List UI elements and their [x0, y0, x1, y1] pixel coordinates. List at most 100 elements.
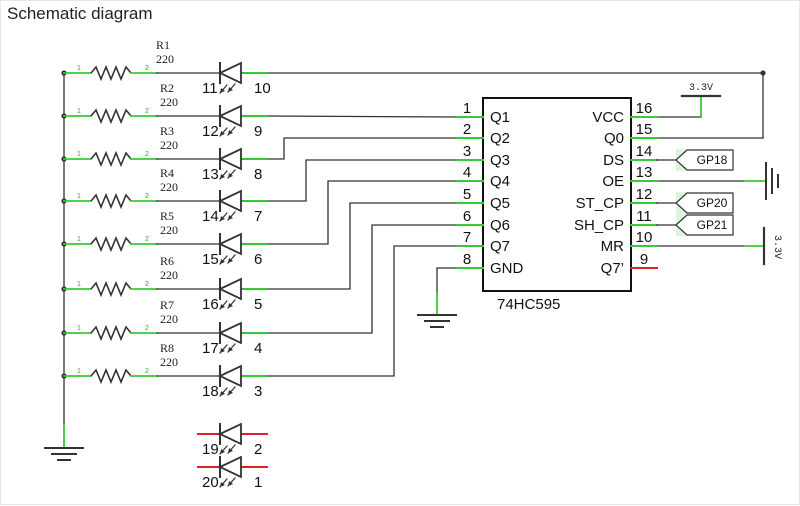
wire — [267, 159, 457, 202]
chip-pin-name: Q7 — [490, 238, 510, 255]
led-pin-right: 10 — [254, 80, 271, 97]
resistor-pin-number: 2 — [145, 281, 149, 288]
led-arrow-head — [228, 173, 233, 178]
ground-icon — [765, 162, 779, 200]
led-segment — [217, 189, 268, 222]
resistor-value: 220 — [160, 312, 178, 326]
resistor-value: 220 — [160, 138, 178, 152]
chip-pin-number: 3 — [463, 143, 471, 160]
resistor-value: 220 — [160, 355, 178, 369]
ground-icon — [44, 447, 84, 461]
resistor-zigzag-icon — [90, 280, 132, 298]
resistor-pin-number: 1 — [77, 65, 81, 72]
chip-pin-number: 12 — [636, 186, 653, 203]
led-pin-right: 2 — [254, 441, 262, 458]
resistor-ref: R1 — [156, 38, 170, 52]
resistor-zigzag-icon — [90, 367, 132, 385]
resistor-value: 220 — [160, 95, 178, 109]
chip-pin-name: Q2 — [490, 130, 510, 147]
resistor-zigzag-icon — [90, 64, 132, 82]
resistor-r2 — [63, 107, 220, 125]
led-pin-left: 17 — [202, 340, 219, 357]
led-arrow-head — [220, 131, 225, 136]
led-segment — [217, 147, 268, 180]
led-segment — [217, 232, 268, 265]
resistor-r3 — [63, 150, 220, 168]
resistor-pin-number: 1 — [77, 325, 81, 332]
chip-part-name: 74HC595 — [497, 296, 560, 313]
led-segment — [217, 61, 268, 94]
chip-pin-name: VCC — [592, 109, 624, 126]
resistor-pin-number: 2 — [145, 193, 149, 200]
led-arrow-head — [228, 390, 233, 395]
led-arrow-head — [220, 259, 225, 264]
led-pin-left: 20 — [202, 474, 219, 491]
led-pin-right: 6 — [254, 251, 262, 268]
led-segment — [197, 455, 268, 488]
led-arrow-head — [228, 258, 233, 263]
wire — [266, 115, 458, 118]
resistor-pin-number: 2 — [145, 151, 149, 158]
wire — [267, 137, 457, 160]
led-arrow-head — [220, 216, 225, 221]
chip-pin-number: 1 — [463, 100, 471, 117]
page-title: Schematic diagram — [7, 4, 153, 23]
led-pin-left: 15 — [202, 251, 219, 268]
chip-pin-number: 4 — [463, 164, 471, 181]
chip-pin-name: Q7’ — [601, 260, 624, 277]
led-diode-icon — [217, 364, 242, 388]
resistor-ref: R2 — [160, 81, 174, 95]
led-diode-icon — [217, 232, 242, 256]
net-label-gp20 — [656, 192, 734, 214]
net-label-flag — [675, 192, 734, 214]
chip-pin-name: Q1 — [490, 109, 510, 126]
led-segment — [217, 277, 268, 310]
wire — [436, 267, 457, 293]
chip-pin-number: 7 — [463, 229, 471, 246]
resistor-pin-number: 1 — [77, 281, 81, 288]
chip-pin-number: 15 — [636, 121, 653, 138]
led-diode-icon — [217, 104, 242, 128]
net-label-flag — [675, 214, 734, 236]
resistor-pin-number: 1 — [77, 236, 81, 243]
led-diode-icon — [217, 422, 242, 446]
resistor-ref: R7 — [160, 298, 174, 312]
net-label-gp21 — [656, 214, 734, 236]
led-diode-icon — [217, 61, 242, 85]
net-label-flag — [675, 149, 734, 171]
resistor-r4 — [63, 192, 220, 210]
resistor-pin-number: 1 — [77, 108, 81, 115]
net-label-gp21-text: GP21 — [697, 218, 728, 232]
resistor-ref: R6 — [160, 254, 174, 268]
led-arrow-head — [228, 347, 233, 352]
chip-pin-name: Q6 — [490, 217, 510, 234]
resistor-zigzag-icon — [90, 235, 132, 253]
chip-pin-number: 2 — [463, 121, 471, 138]
led-pin-right: 8 — [254, 166, 262, 183]
led-diode-icon — [217, 189, 242, 213]
led-segment — [217, 321, 268, 354]
resistor-pin-number: 1 — [77, 193, 81, 200]
led-pin-right: 7 — [254, 208, 262, 225]
power-label-vcc: 3.3V — [689, 83, 713, 94]
resistor-pin-number: 2 — [145, 65, 149, 72]
chip-pin-number: 14 — [636, 143, 653, 160]
resistor-ref: R4 — [160, 166, 174, 180]
resistor-r8 — [63, 367, 220, 385]
chip-pin-number: 13 — [636, 164, 653, 181]
junction-dot — [760, 70, 766, 76]
led-arrow-head — [228, 215, 233, 220]
wire — [267, 224, 457, 334]
resistor-r5 — [63, 235, 220, 253]
resistor-pin-number: 2 — [145, 368, 149, 375]
led-pin-left: 14 — [202, 208, 219, 225]
chip-pin-number: 6 — [463, 208, 471, 225]
net-label-gp20-text: GP20 — [697, 196, 728, 210]
resistor-ref: R5 — [160, 209, 174, 223]
resistor-r7 — [63, 324, 220, 342]
led-diode-icon — [217, 147, 242, 171]
resistor-r6 — [63, 280, 220, 298]
components — [44, 61, 779, 488]
resistor-ref: R8 — [160, 341, 174, 355]
